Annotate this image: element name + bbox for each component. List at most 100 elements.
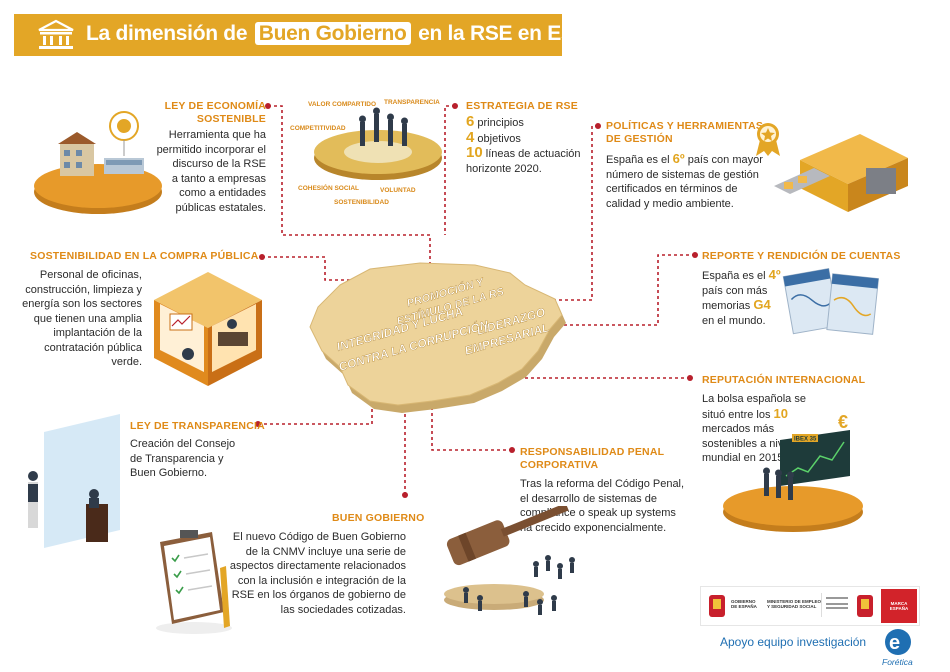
- office-room-illustration: [154, 272, 262, 386]
- reputacion-rank: 10: [773, 405, 789, 421]
- reputacion-line: sostenibles a nivel: [702, 437, 792, 450]
- logo-gobierno: GOBIERNO DE ESPAÑA: [731, 599, 757, 609]
- buen-gobierno-line: aspectos directamente relacionados: [229, 560, 406, 572]
- page-title: La dimensión de Buen Gobierno en la RSE …: [86, 22, 620, 46]
- strategy-wheel-illustration: VALOR COMPARTIDO TRANSPARENCIA COMPETITI…: [290, 99, 442, 206]
- spain-map: PROMOCIÓN Y ESTÍMULO DE LA RS INTEGRIDAD…: [309, 262, 566, 413]
- institutional-logos: GOBIERNO DE ESPAÑA MINISTERIO DE EMPLEO …: [700, 586, 920, 626]
- reputacion-line: mundial en 2015.: [702, 452, 787, 464]
- estrategia-number: 4: [466, 128, 475, 146]
- connector-estrategia: [444, 105, 455, 235]
- reporte-text-part: memorias: [702, 300, 754, 312]
- politicas-line: certificados en términos de: [606, 183, 738, 195]
- award-medal-icon: [756, 123, 780, 156]
- spain-coat-of-arms-icon: [709, 595, 725, 617]
- transparencia-line: Creación del Consejo: [130, 438, 236, 450]
- ley-economia-title: LEY DE ECONOMÍA SOSTENIBLE: [160, 100, 266, 126]
- responsabilidad-line: Tras la reforma del Código Penal,: [520, 478, 685, 490]
- title-part-2: en la RSE en España: [418, 22, 621, 45]
- buen-gobierno-text: El nuevo Código de Buen Gobierno de la C…: [228, 530, 406, 617]
- ley-transparencia-title: LEY DE TRANSPARENCIA: [130, 420, 265, 432]
- logo-ministerio-line2: Y SEGURIDAD SOCIAL: [767, 604, 817, 609]
- logo-ministerio-line1: MINISTERIO DE EMPLEO: [767, 599, 822, 604]
- responsabilidad-title: RESPONSABILIDAD PENAL CORPORATIVA: [520, 446, 664, 472]
- reporte-text-part: España es el: [702, 270, 769, 282]
- estrategia-label: horizonte 2020.: [466, 162, 542, 175]
- compra-line: energía son los sectores: [22, 298, 142, 310]
- politicas-text: España es el 6º país con mayor número de…: [606, 151, 792, 211]
- politicas-title: POLÍTICAS Y HERRAMIENTAS DE GESTIÓN: [606, 120, 763, 146]
- title-part-1: La dimensión de: [86, 22, 248, 45]
- foretica-e-icon: e: [889, 632, 900, 654]
- reporte-rank: 4º: [768, 267, 781, 282]
- politicas-line: número de sistemas de gestión: [606, 168, 759, 181]
- wheel-label-transparencia: TRANSPARENCIA: [384, 99, 440, 106]
- ley-economia-title-line1: LEY DE ECONOMÍA: [164, 100, 266, 112]
- buen-gobierno-line: con la inclusión e integración de la: [237, 574, 406, 587]
- buen-gobierno-line: de la CNMV incluye una serie de: [245, 545, 406, 558]
- transparency-podium-illustration: [28, 414, 120, 548]
- logo-ministerio: MINISTERIO DE EMPLEO Y SEGURIDAD SOCIAL: [767, 599, 821, 609]
- estrategia-title: ESTRATEGIA DE RSE: [466, 100, 578, 112]
- compra-publica-title: SOSTENIBILIDAD EN LA COMPRA PÚBLICA: [30, 250, 259, 262]
- buen-gobierno-line: RSE en los órganos de gobierno de: [231, 589, 406, 601]
- compra-line: Personal de oficinas,: [39, 269, 142, 281]
- compra-line: implantación de la: [53, 327, 142, 339]
- foretica-logo: e Forética: [882, 629, 913, 667]
- reporte-title: REPORTE Y RENDICIÓN DE CUENTAS: [702, 250, 901, 262]
- buen-gobierno-title: BUEN GOBIERNO: [332, 512, 425, 524]
- logo-gobierno-line2: DE ESPAÑA: [731, 604, 757, 609]
- reporte-line: país con más: [702, 284, 768, 297]
- estrategia-text: 6 principios 4 objetivos 10 líneas de ac…: [466, 114, 596, 176]
- wheel-label-competitividad: COMPETITIVIDAD: [290, 125, 346, 132]
- reporte-line: en el mundo.: [702, 314, 766, 327]
- compra-publica-text: Personal de oficinas, construcción, limp…: [20, 268, 142, 370]
- politicas-text-part: España es el: [606, 154, 673, 166]
- politicas-title-line1: POLÍTICAS Y HERRAMIENTAS: [606, 120, 764, 132]
- politicas-title-line2: DE GESTIÓN: [606, 133, 673, 145]
- ley-economia-title-line2: SOSTENIBLE: [196, 113, 266, 125]
- reputacion-line: mercados más: [702, 423, 775, 435]
- wheel-label-voluntad: VOLUNTAD: [380, 187, 416, 194]
- connector-responsabilidad: [431, 400, 512, 451]
- responsabilidad-title-line2: CORPORATIVA: [520, 459, 599, 471]
- title-highlight: Buen Gobierno: [254, 22, 411, 45]
- clipboard-checklist-illustration: [156, 530, 232, 634]
- government-building-icon: [38, 19, 74, 49]
- logo-marca-line1: MARCA: [890, 601, 908, 606]
- reporte-g4: G4: [753, 297, 771, 312]
- board-label: IBEX 35: [794, 437, 817, 443]
- wheel-label-sostenibilidad: SOSTENIBILIDAD: [334, 199, 389, 206]
- logo-marca-espana: MARCA ESPAÑA: [881, 589, 917, 623]
- ley-economia-line: públicas estatales.: [175, 201, 267, 214]
- buen-gobierno-line: El nuevo Código de Buen Gobierno: [232, 531, 406, 543]
- euro-icon: €: [838, 412, 848, 432]
- stock-market-board-illustration: IBEX 35 €: [723, 412, 863, 532]
- politicas-text-part: país con mayor: [684, 154, 763, 166]
- transparencia-line: Buen Gobierno.: [130, 467, 208, 479]
- logo-gobierno-line1: GOBIERNO: [731, 599, 756, 604]
- reputacion-line: La bolsa española se: [702, 393, 806, 405]
- wheel-label-cohesion: COHESIÓN SOCIAL: [298, 183, 359, 192]
- buen-gobierno-line: las sociedades cotizadas.: [280, 603, 406, 616]
- report-documents-illustration: [782, 268, 880, 335]
- responsabilidad-line: ha crecido exponencialmente.: [520, 521, 667, 534]
- ley-economia-line: Herramienta que ha: [168, 129, 266, 141]
- politicas-line: calidad y medio ambiente.: [606, 197, 734, 210]
- connector-reporte: [545, 254, 695, 326]
- estrategia-label: objetivos: [477, 132, 521, 145]
- estrategia-label: principios: [477, 117, 524, 129]
- compra-line: que tienen una amplia: [33, 312, 142, 325]
- transparencia-line: de Transparencia y: [130, 452, 224, 465]
- estrategia-label: líneas de actuación: [485, 148, 581, 160]
- reputacion-text-part: situó entre los: [702, 408, 774, 421]
- ley-economia-line: permitido incorporar el: [156, 143, 266, 156]
- estrategia-number: 10: [466, 144, 483, 161]
- wheel-label-valor: VALOR COMPARTIDO: [308, 101, 376, 108]
- ley-economia-line: discurso de la RSE: [172, 158, 266, 170]
- factory-conveyor-illustration: [774, 134, 908, 212]
- ley-economia-line: como a entidades: [179, 187, 266, 199]
- responsabilidad-line: el desarrollo de sistemas de: [520, 492, 657, 505]
- compra-line: contratación pública: [44, 341, 142, 354]
- logo-marca-line2: ESPAÑA: [889, 606, 909, 611]
